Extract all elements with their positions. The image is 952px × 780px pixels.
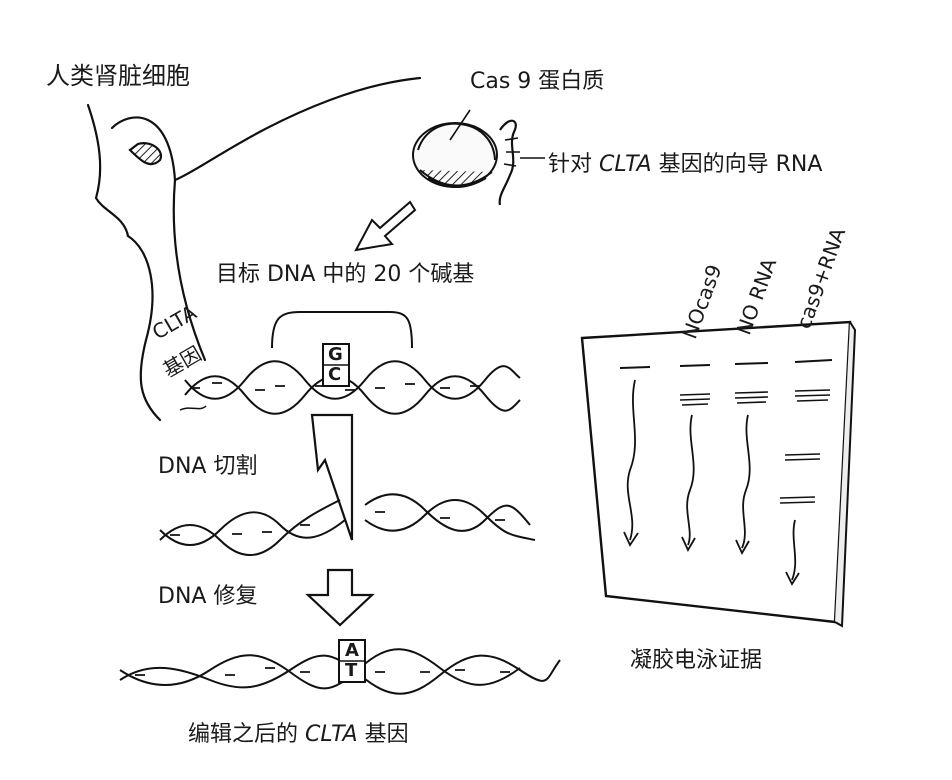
repair-arrow (305, 568, 375, 627)
label-dna-repair: DNA 修复 (158, 584, 258, 609)
target-bracket (271, 311, 413, 349)
label-kidney-cell: 人类肾脏细胞 (46, 62, 190, 90)
label-guide-rna: 针对 CLTA 基因的向导 RNA (548, 146, 822, 178)
label-cas9-protein: Cas 9 蛋白质 (470, 69, 605, 94)
guide-rna-prefix: 针对 (548, 152, 593, 177)
hollow-arrow-down-left (354, 200, 417, 252)
label-target-bases: 目标 DNA 中的 20 个碱基 (216, 262, 475, 287)
base-edited-bottom: T (345, 660, 358, 681)
label-gel-evidence: 凝胶电泳证据 (630, 648, 763, 673)
label-dna-cut: DNA 切割 (158, 454, 258, 479)
base-original-bottom: C (328, 364, 342, 385)
base-pair-box-edited (338, 639, 366, 683)
base-original-top: G (328, 344, 343, 365)
guide-rna-gene: CLTA (599, 152, 652, 177)
dna-helix-cut (159, 493, 536, 556)
base-edited-top: A (345, 640, 359, 661)
dna-helix-original (179, 360, 521, 415)
cutting-arrow (310, 413, 354, 541)
edited-gene-prefix: 编辑之后的 (188, 722, 299, 747)
gel-board (580, 320, 857, 628)
kidney-cell-drawing (86, 76, 422, 422)
edited-gene-suffix: 基因 (364, 722, 409, 747)
base-pair-box-original (322, 343, 350, 387)
cas9-protein-drawing (412, 109, 545, 206)
guide-rna-suffix: 基因的向导 RNA (658, 152, 823, 177)
label-edited-gene: 编辑之后的 CLTA 基因 (188, 716, 409, 748)
edited-gene-name: CLTA (305, 722, 358, 747)
